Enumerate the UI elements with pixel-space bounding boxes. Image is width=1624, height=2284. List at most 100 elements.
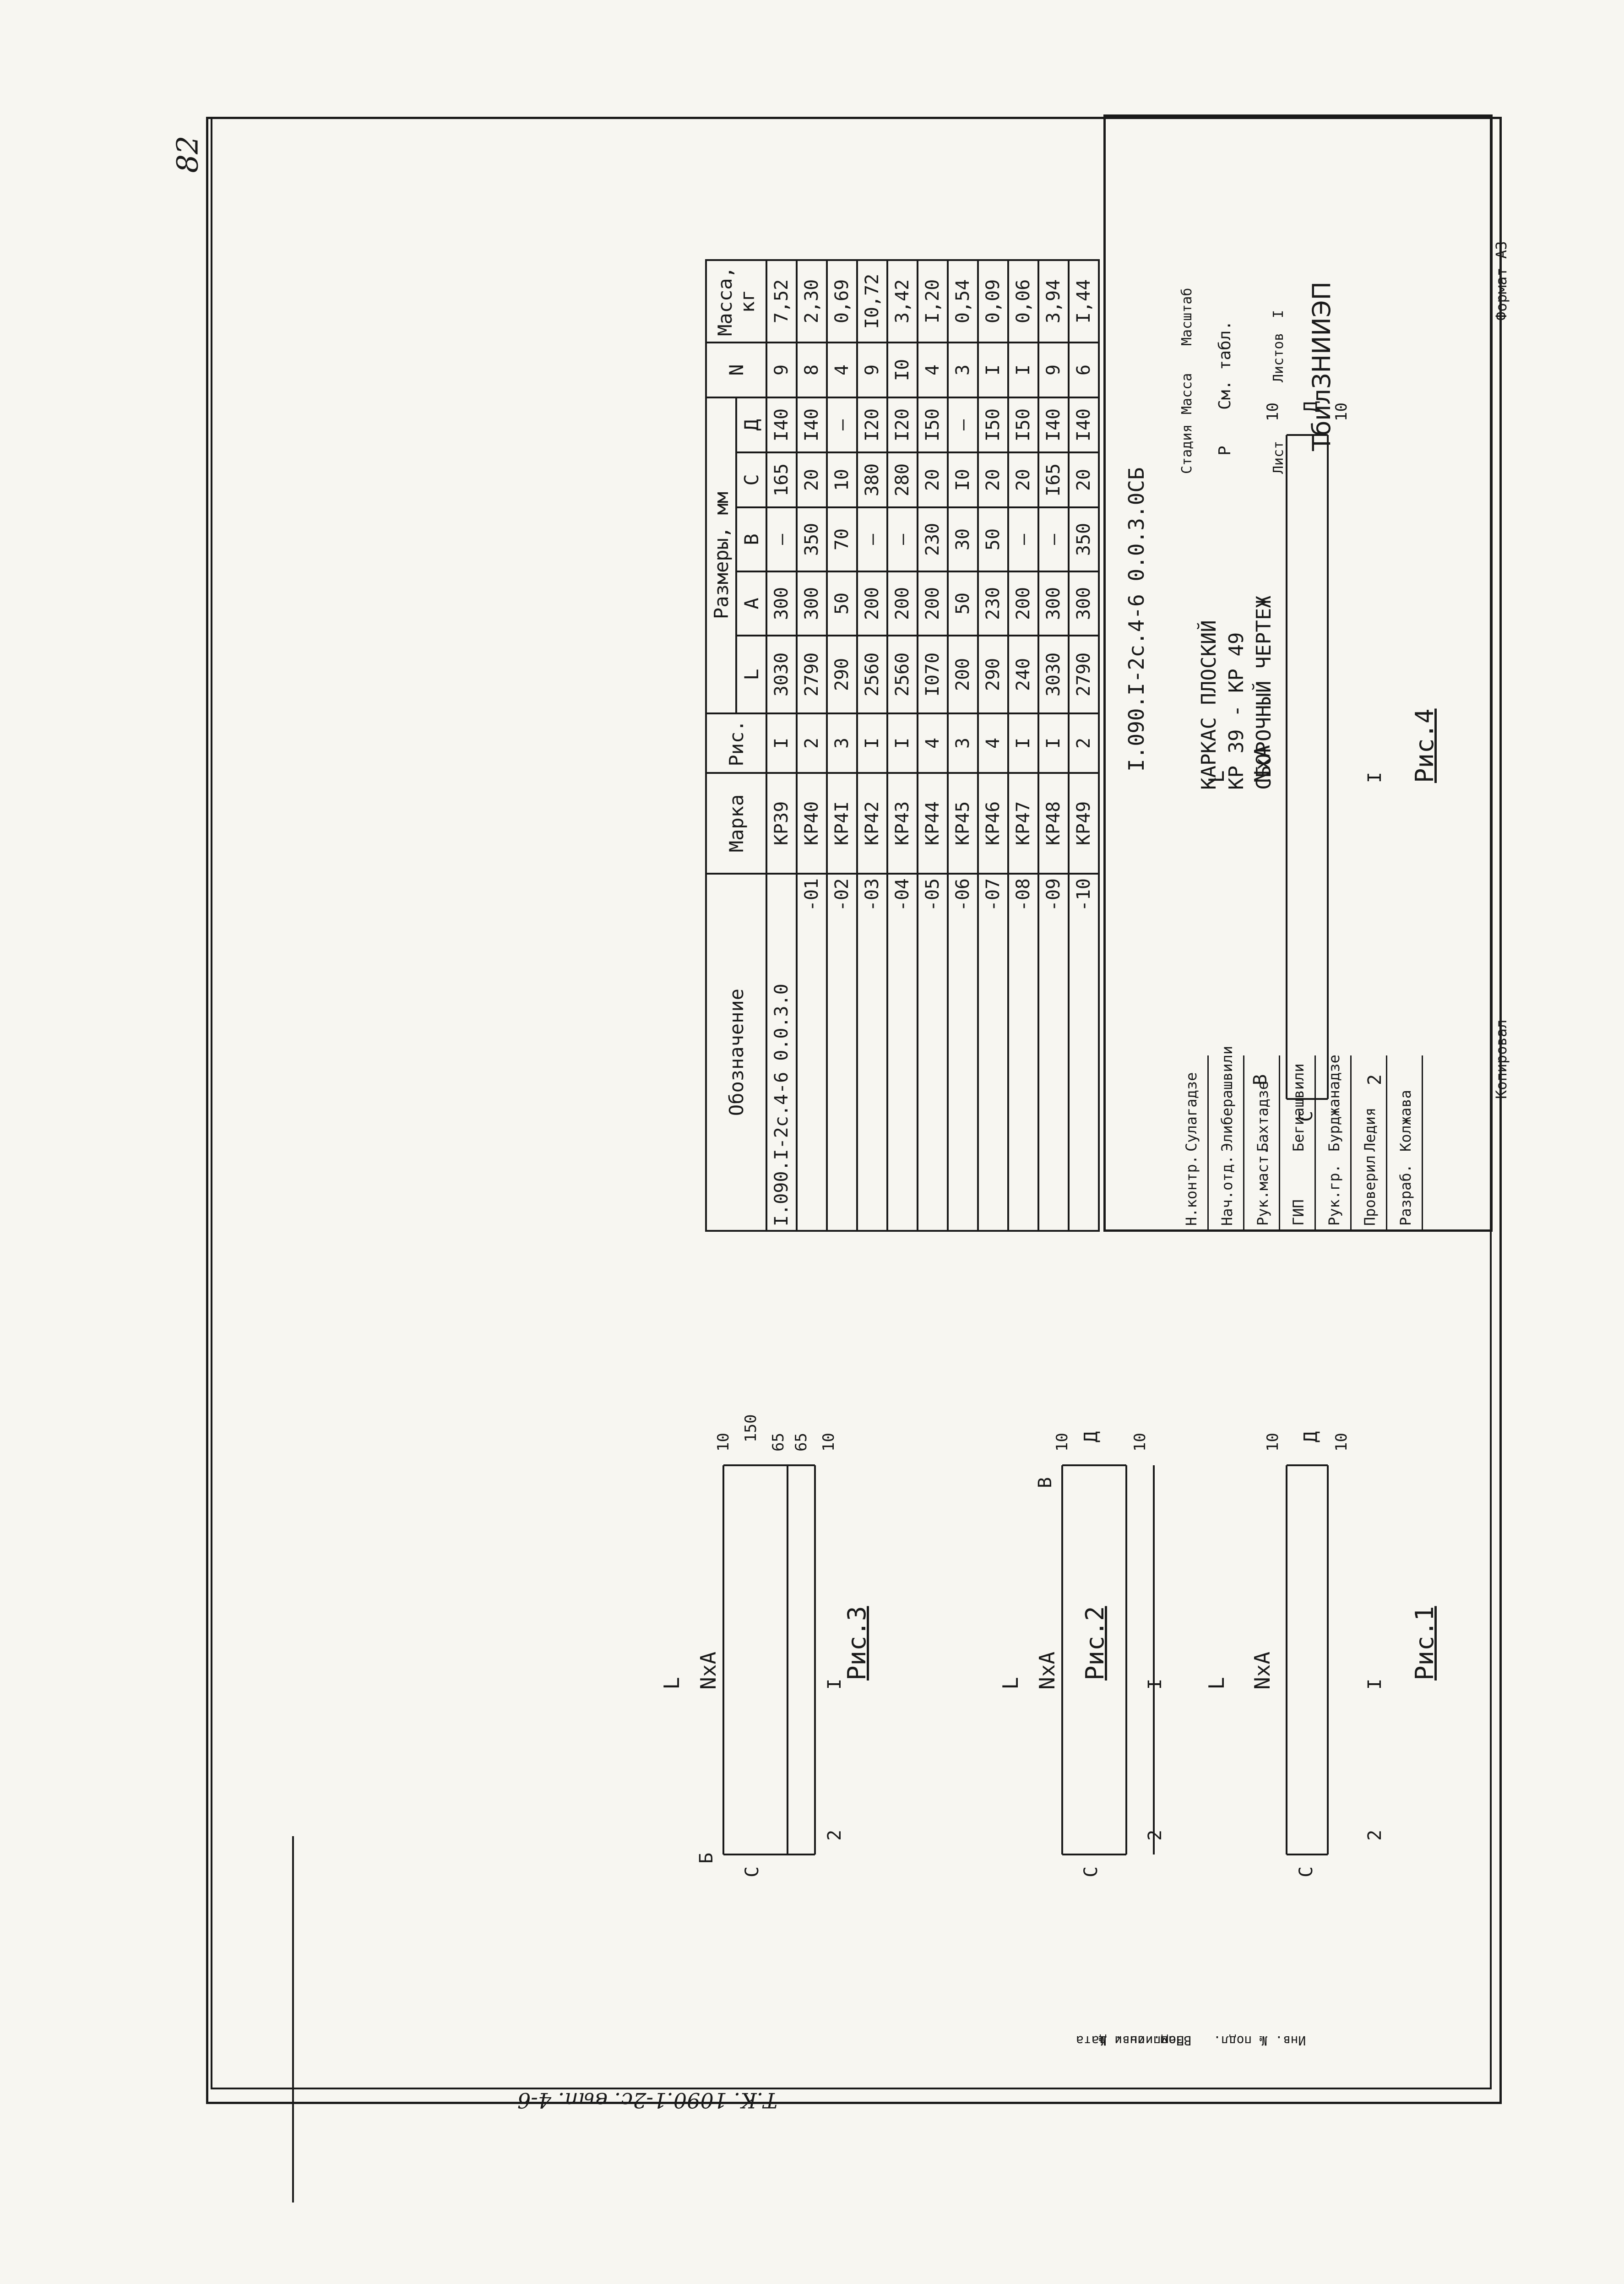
- fig1-dim10a: 10: [1264, 1433, 1282, 1452]
- cell-d: —: [948, 397, 978, 452]
- cell-l: 290: [978, 636, 1008, 713]
- cell-mass: 7,52: [766, 260, 797, 343]
- role-title: Проверил: [1361, 1155, 1379, 1226]
- fig2-d-label: Д: [1081, 1431, 1102, 1442]
- title-line2: КР 39 - КР 49: [1225, 632, 1248, 790]
- role-name: Бегиашвили: [1290, 1063, 1307, 1152]
- col-B: B: [736, 507, 766, 571]
- cell-fig: I: [766, 713, 797, 773]
- figure-2-title: Рис.2: [1081, 1606, 1109, 1680]
- fig3-b-label: Б: [696, 1852, 717, 1864]
- cell-c: I0: [948, 452, 978, 507]
- inner-frame: [211, 117, 1492, 2089]
- cell-designation: -05: [918, 874, 948, 1231]
- format-label: Формат А3: [1493, 241, 1510, 321]
- fig3-nxa-label: NxA: [696, 1651, 721, 1690]
- cell-l: 200: [948, 636, 978, 713]
- drawing-svg: [722, 434, 1329, 1855]
- role-name: Сулагадзе: [1183, 1072, 1200, 1152]
- title-block: I.090.I-2c.4-6 0.0.3.0СБ КАРКАС ПЛОСКИЙ …: [1103, 114, 1493, 1232]
- cell-d: I20: [887, 397, 918, 452]
- role-title: ГИП: [1290, 1199, 1307, 1226]
- fig1-c-label: C: [1296, 1866, 1317, 1877]
- fig3-dim10a: 10: [714, 1433, 733, 1452]
- cell-mark: КР43: [887, 773, 918, 874]
- cell-d: I50: [918, 397, 948, 452]
- fig2-pos1: I: [1145, 1678, 1166, 1690]
- cell-mass: 3,94: [1038, 260, 1069, 343]
- cell-a: 200: [918, 571, 948, 636]
- role-name: Бурджанадзе: [1325, 1055, 1343, 1152]
- cell-d: I40: [1038, 397, 1069, 452]
- cell-n: I: [978, 343, 1008, 397]
- table-header-row: Обозначение Марка Рис. Размеры, мм N Мас…: [706, 260, 766, 1231]
- side-cell-swap: Взам. инв. №: [1099, 2033, 1192, 2048]
- role-title: Нач.отд.: [1218, 1155, 1236, 1226]
- cell-c: 280: [887, 452, 918, 507]
- fig1-d-label: Д: [1300, 1431, 1321, 1442]
- fig3-dim65a: 65: [792, 1433, 810, 1452]
- cell-designation: -08: [1008, 874, 1038, 1231]
- cell-l: 240: [1008, 636, 1038, 713]
- fig1-l-label: L: [1204, 1677, 1229, 1690]
- cell-a: 230: [978, 571, 1008, 636]
- col-mark: Марка: [706, 773, 766, 874]
- cell-d: I40: [797, 397, 827, 452]
- cell-c: 380: [857, 452, 887, 507]
- cell-l: 290: [827, 636, 857, 713]
- cell-fig: I: [1008, 713, 1038, 773]
- cell-n: 9: [1038, 343, 1069, 397]
- side-strip-svg: [292, 1836, 294, 2202]
- fig1-pos2: 2: [1364, 1829, 1385, 1841]
- cell-c: 20: [1069, 452, 1099, 507]
- role-row: Н.контр.Сулагадзе: [1174, 1055, 1209, 1229]
- cell-designation: -09: [1038, 874, 1069, 1231]
- organization: ТбилЗНИИЭП: [1307, 281, 1336, 451]
- fig2-dim10a: 10: [1053, 1433, 1071, 1452]
- cell-mark: КР47: [1008, 773, 1038, 874]
- cell-c: 165: [766, 452, 797, 507]
- cell-mass: 0,69: [827, 260, 857, 343]
- cell-l: 2560: [857, 636, 887, 713]
- title-line1: КАРКАС ПЛОСКИЙ: [1197, 620, 1221, 790]
- fig1-nxa-label: NxA: [1250, 1651, 1275, 1690]
- cell-d: I50: [978, 397, 1008, 452]
- cell-designation: -02: [827, 874, 857, 1231]
- cell-c: 20: [918, 452, 948, 507]
- cell-l: 3030: [1038, 636, 1069, 713]
- sheet-label: Лист: [1271, 440, 1287, 474]
- cell-mark: КР39: [766, 773, 797, 874]
- col-L: L: [736, 636, 766, 713]
- fig1-dim10b: 10: [1332, 1433, 1351, 1452]
- cell-d: I40: [1069, 397, 1099, 452]
- copied-label: Копировал: [1493, 1019, 1510, 1099]
- col-fig: Рис.: [706, 713, 766, 773]
- title-line3: СБОРОЧНЫЙ ЧЕРТЕЖ: [1252, 596, 1276, 790]
- cell-c: I65: [1038, 452, 1069, 507]
- cell-n: 4: [918, 343, 948, 397]
- cell-c: 20: [978, 452, 1008, 507]
- role-row: Рук.гр.Бурджанадзе: [1317, 1055, 1352, 1229]
- cell-fig: 2: [1069, 713, 1099, 773]
- cell-b: 230: [918, 507, 948, 571]
- cell-l: I070: [918, 636, 948, 713]
- cell-n: I0: [887, 343, 918, 397]
- cell-c: 20: [1008, 452, 1038, 507]
- cell-fig: 3: [827, 713, 857, 773]
- fig2-pos2: 2: [1145, 1829, 1166, 1841]
- cell-n: I: [1008, 343, 1038, 397]
- document-code: I.090.I-2c.4-6 0.0.3.0СБ: [1124, 467, 1149, 772]
- col-n: N: [706, 343, 766, 397]
- cell-designation: -07: [978, 874, 1008, 1231]
- fig2-l-label: L: [998, 1677, 1023, 1690]
- fig2-nxa-label: NxA: [1035, 1651, 1059, 1690]
